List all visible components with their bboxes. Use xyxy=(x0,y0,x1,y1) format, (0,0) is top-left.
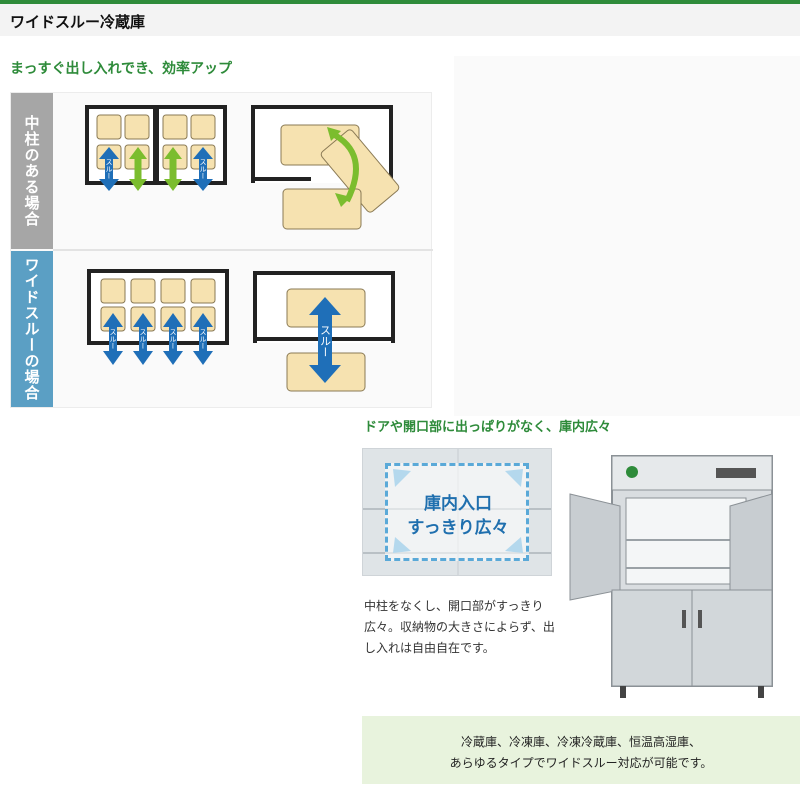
center-pillar xyxy=(153,107,159,183)
through-arrow-label: スルー xyxy=(139,329,147,350)
green-arrows-row1 xyxy=(129,147,182,191)
through-arrow-label: スルー xyxy=(319,325,332,358)
header-bar: ワイドスルー冷蔵庫 xyxy=(0,0,800,36)
photo-caption-line2: すっきり広々 xyxy=(407,518,509,538)
note-line2: あらゆるタイプでワイドスルー対応が可能です。 xyxy=(449,756,713,770)
row-label-center-pillar: 中柱のある場合 xyxy=(11,93,53,249)
section1-subtitle: まっすぐ出し入れでき、効率アップ xyxy=(10,61,233,77)
note-line1: 冷蔵庫、冷凍庫、冷凍冷蔵庫、恒温高湿庫、 xyxy=(460,735,701,749)
cabinet-tilted-tray xyxy=(251,105,400,230)
through-arrow-label: スルー xyxy=(199,159,207,180)
section2-subtitle: ドアや開口部に出っぱりがなく、庫内広々 xyxy=(364,420,612,435)
opening-highlight xyxy=(385,463,529,561)
comparison-diagram: 中柱のある場合 ワイドスルーの場合 xyxy=(10,92,433,408)
through-arrow-label: スルー xyxy=(199,329,207,350)
cabinet-straight-tray xyxy=(253,271,395,392)
note-box: 冷蔵庫、冷凍庫、冷凍冷蔵庫、恒温高湿庫、 あらゆるタイプでワイドスルー対応が可能… xyxy=(362,716,800,784)
interior-photo: 庫内入口 すっきり広々 xyxy=(362,448,552,576)
cabinet-wide-through xyxy=(87,269,229,365)
background-panel xyxy=(454,56,800,416)
through-arrow-label: スルー xyxy=(109,329,117,350)
row-label-wide-through: ワイドスルーの場合 xyxy=(11,251,53,407)
through-arrow-label: スルー xyxy=(169,329,177,350)
photo-caption-line1: 庫内入口 xyxy=(424,494,492,514)
row-divider xyxy=(53,249,433,251)
description-text: 中柱をなくし、開口部がすっきり広々。収納物の大きさによらず、出し入れは自由自在で… xyxy=(364,599,555,655)
through-arrow-label: スルー xyxy=(105,159,113,180)
page-title: ワイドスルー冷蔵庫 xyxy=(10,13,146,31)
refrigerator-illustration xyxy=(569,455,773,698)
blue-through-arrows-row1 xyxy=(99,147,213,191)
